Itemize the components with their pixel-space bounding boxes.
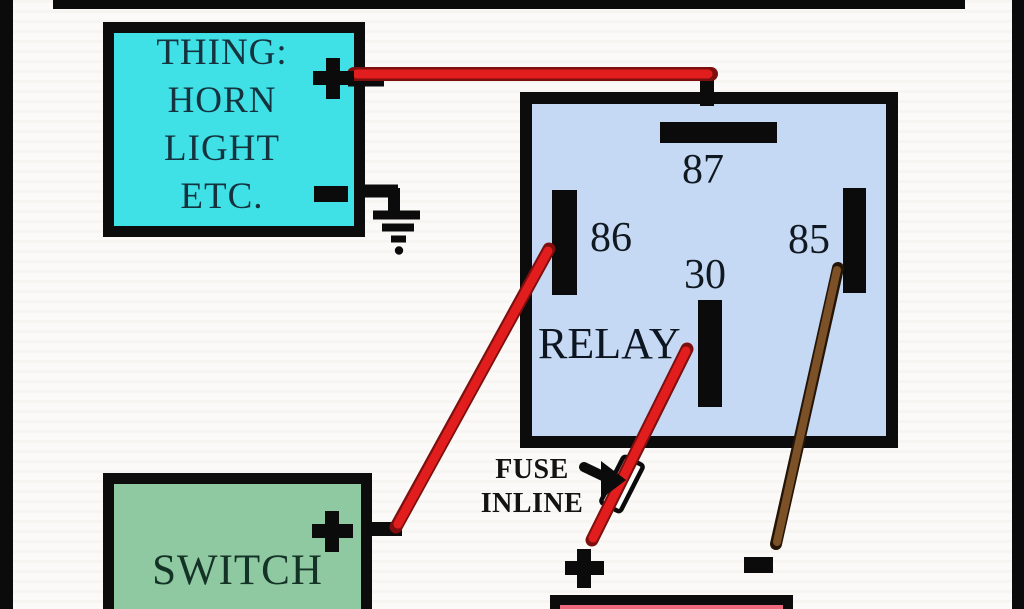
relay-pin-87-bar xyxy=(660,122,777,143)
frame-left-border xyxy=(0,0,13,609)
battery-plus-terminal-icon xyxy=(565,549,604,588)
thing-box: THING: HORN LIGHT ETC. xyxy=(103,22,365,237)
relay-label: RELAY xyxy=(538,319,681,368)
relay-pin-86-label: 86 xyxy=(590,215,632,261)
relay-box: 87 86 85 30 RELAY xyxy=(520,92,898,448)
fuse-label-line-1: FUSE xyxy=(495,454,569,485)
battery-box xyxy=(550,595,793,609)
thing-line-2: HORN xyxy=(167,80,277,121)
relay-pin-85-label: 85 xyxy=(788,217,830,263)
thing-line-4: ETC. xyxy=(180,176,264,217)
fuse-label-line-2: INLINE xyxy=(480,488,584,519)
relay-pin-86-bar xyxy=(552,190,577,295)
relay-pin-87-label: 87 xyxy=(682,147,724,193)
frame-top-border xyxy=(53,0,965,9)
frame-right-border xyxy=(1012,0,1024,609)
relay-pin-85-bar xyxy=(843,188,866,293)
thing-line-3: LIGHT xyxy=(164,128,280,169)
fuse-icon xyxy=(599,454,645,514)
switch-box: SWITCH xyxy=(103,473,372,609)
thing-line-1: THING: xyxy=(156,32,288,73)
battery-minus-terminal-icon xyxy=(744,557,773,573)
fuse-label: FUSE INLINE xyxy=(468,453,596,521)
relay-pin-30-bar xyxy=(698,300,722,407)
relay-pin-30-label: 30 xyxy=(684,252,726,298)
ground-icon xyxy=(363,184,420,255)
thing-box-label: THING: HORN LIGHT ETC. xyxy=(118,29,326,221)
switch-label: SWITCH xyxy=(152,547,323,594)
